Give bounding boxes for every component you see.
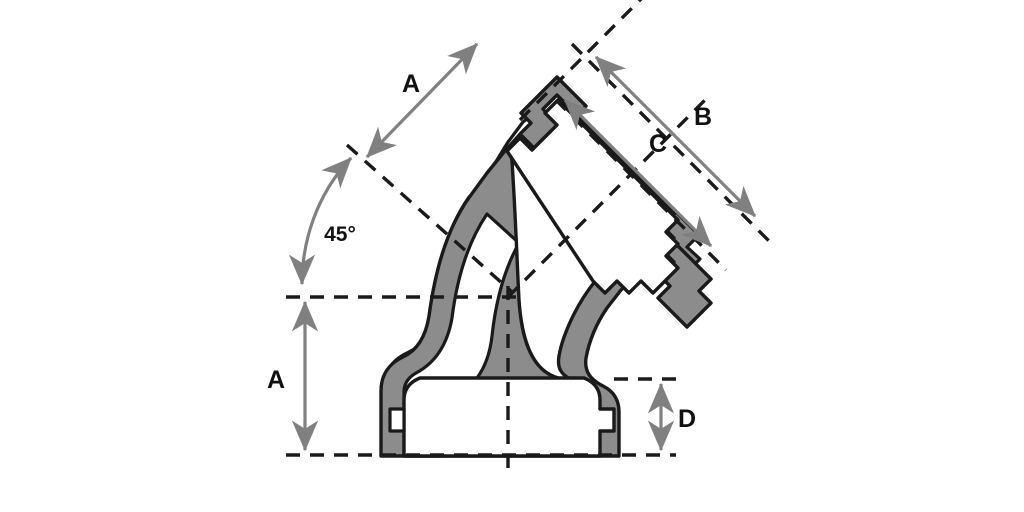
dim-arrow-a-upper	[365, 42, 479, 159]
extension-line-branch-end-upper	[518, 0, 643, 122]
dim-label-c: C	[649, 130, 667, 158]
dim-arc-45-degree	[288, 156, 353, 286]
dim-label-a-lower: A	[267, 366, 285, 394]
construction-line-45-upper	[345, 143, 514, 294]
dimension-labels: A B C A D 45°	[267, 70, 712, 433]
dim-label-d: D	[678, 405, 696, 433]
dim-label-b: B	[694, 103, 712, 131]
dim-label-angle-45: 45°	[324, 223, 356, 246]
dim-arrow-c	[563, 98, 713, 248]
dim-label-a-upper: A	[402, 70, 420, 98]
bottom-socket-step-left	[388, 407, 406, 433]
dimension-arrows	[288, 42, 757, 452]
